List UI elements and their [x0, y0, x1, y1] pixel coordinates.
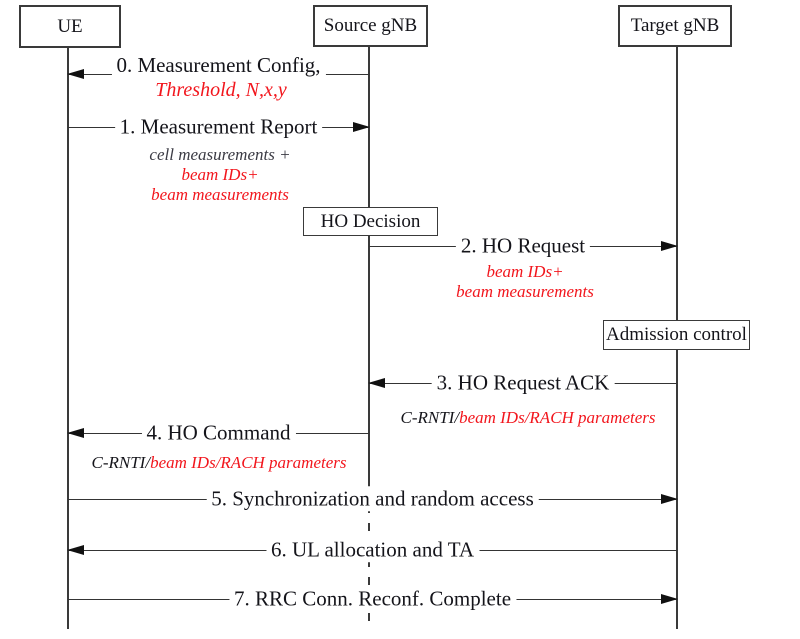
- arrowhead-left-icon: [67, 428, 84, 438]
- param-line: Threshold, N,x,y: [155, 79, 287, 101]
- message-label: 0. Measurement Config,: [111, 53, 326, 82]
- param-line: cell measurements +: [149, 145, 291, 164]
- arrowhead-left-icon: [67, 545, 84, 555]
- param-line: beam measurements: [456, 282, 594, 301]
- message-2-params: beam IDs+ beam measurements: [456, 262, 594, 302]
- message-label: 6. UL allocation and TA: [265, 537, 480, 563]
- arrowhead-left-icon: [67, 69, 84, 79]
- ue-lifeline: [67, 44, 69, 629]
- message-4-params: C-RNTI/beam IDs/RACH parameters: [92, 453, 347, 473]
- message-label: 7. RRC Conn. Reconf. Complete: [228, 586, 517, 612]
- arrowhead-left-icon: [368, 378, 385, 388]
- param-prefix: C-RNTI/: [400, 408, 460, 427]
- param-prefix: C-RNTI/: [91, 453, 151, 472]
- message-label: 3. HO Request ACK: [431, 370, 615, 396]
- actor-box-target-gnb: Target gNB: [618, 5, 732, 47]
- arrowhead-right-icon: [661, 241, 678, 251]
- message-3-params: C-RNTI/beam IDs/RACH parameters: [401, 408, 656, 428]
- arrowhead-right-icon: [353, 122, 370, 132]
- message-1-params: cell measurements + beam IDs+ beam measu…: [149, 145, 290, 205]
- param-line: beam IDs+: [486, 262, 564, 281]
- actor-label: UE: [57, 15, 83, 37]
- message-0-params: Threshold, N,x,y: [155, 79, 286, 101]
- param-line: beam IDs/RACH parameters: [150, 453, 347, 472]
- actor-box-source-gnb: Source gNB: [313, 5, 428, 47]
- actor-box-ue: UE: [19, 5, 121, 48]
- message-label: 5. Synchronization and random access: [206, 486, 539, 512]
- process-box-ho-decision: HO Decision: [303, 207, 438, 236]
- message-label: 4. HO Command: [141, 420, 296, 446]
- param-line: beam IDs/RACH parameters: [459, 408, 656, 427]
- process-box-admission-control: Admission control: [603, 320, 750, 350]
- message-label: 2. HO Request: [455, 233, 591, 259]
- arrowhead-right-icon: [661, 594, 678, 604]
- process-label: Admission control: [606, 324, 747, 345]
- actor-label: Target gNB: [630, 15, 720, 36]
- message-label: 1. Measurement Report: [114, 114, 323, 140]
- arrowhead-right-icon: [661, 494, 678, 504]
- source-gnb-lifeline-solid: [368, 43, 370, 487]
- actor-label: Source gNB: [323, 15, 418, 36]
- process-label: HO Decision: [320, 210, 421, 232]
- param-line: beam IDs+: [181, 165, 259, 184]
- param-line: beam measurements: [151, 185, 289, 204]
